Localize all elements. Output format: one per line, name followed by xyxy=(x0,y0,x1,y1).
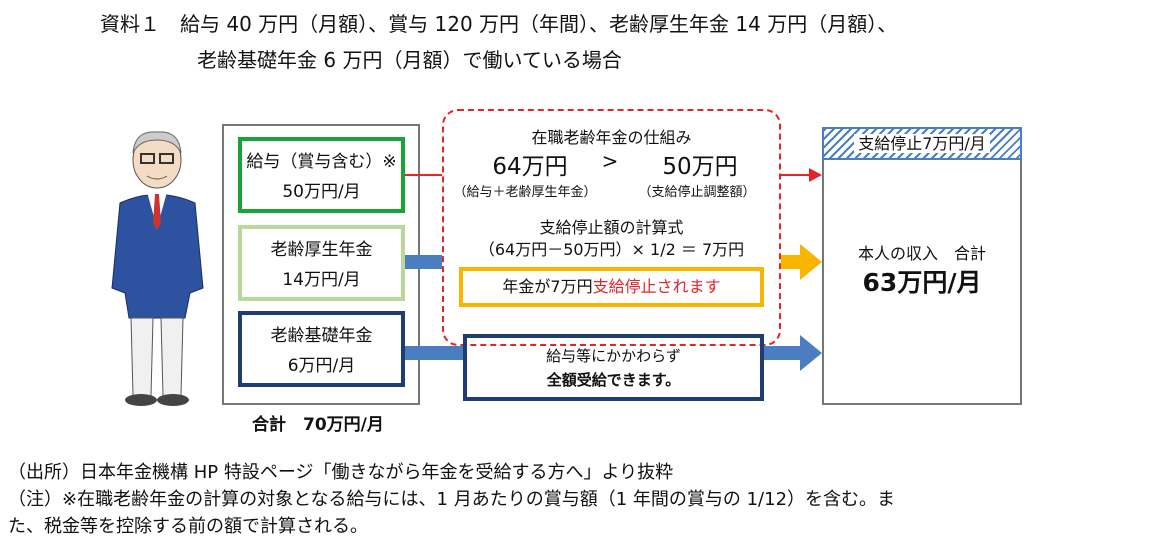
mechanism-heading: 在職老齢年金の仕組み xyxy=(531,128,692,147)
formula-heading: 支給停止額の計算式 xyxy=(539,218,684,237)
left-note: （給与＋老齢厚生年金） xyxy=(453,185,597,200)
blue-connector-basic xyxy=(405,346,463,360)
right-note: （支給停止調整額） xyxy=(638,185,756,200)
formula: （64万円－50万円）× 1/2 ＝ 7万円 xyxy=(478,240,745,259)
basic-pension-amount: 6万円/月 xyxy=(287,356,356,376)
note-line1: （注）※在職老齢年金の計算の対象となる給与には、1 月あたりの賞与額（1 年間の… xyxy=(8,489,896,510)
yellow-arrow-icon xyxy=(800,244,822,280)
stop-result-prefix: 年金が7万円 xyxy=(502,277,593,296)
title-line2: 老齢基礎年金 6 万円（月額）で働いている場合 xyxy=(197,48,622,72)
red-arrow-icon xyxy=(809,168,822,182)
blue-connector-basic-right xyxy=(764,346,801,360)
note-line2: た、税金等を控除する前の額で計算される。 xyxy=(8,516,368,537)
right-value: 50万円 xyxy=(662,154,738,180)
employee-pension-amount: 14万円/月 xyxy=(282,270,361,290)
stopped-amount-header: 支給停止7万円/月 xyxy=(822,127,1022,160)
income-label: 本人の収入 合計 xyxy=(857,244,986,263)
blue-connector xyxy=(405,255,442,269)
salary-box: 給与（賞与含む）※ 50万円/月 xyxy=(238,137,405,213)
stop-result-box: 年金が7万円支給停止されます xyxy=(459,267,764,307)
basic-full-line2: 全額受給できます。 xyxy=(546,371,681,389)
stop-result-red: 支給停止されます xyxy=(592,277,721,296)
title-line1: 資料１ 給与 40 万円（月額）、賞与 120 万円（年間）、老齢厚生年金 14… xyxy=(100,12,898,36)
red-connector xyxy=(405,174,442,176)
basic-full-line1: 給与等にかかわらず xyxy=(546,347,681,365)
businessman-illustration xyxy=(111,131,204,406)
employee-pension-label: 老齢厚生年金 xyxy=(270,240,373,260)
salary-amount: 50万円/月 xyxy=(282,182,361,202)
mechanism-box xyxy=(442,109,781,346)
left-value: 64万円 xyxy=(492,154,568,180)
yellow-connector xyxy=(781,255,801,269)
employee-pension-box: 老齢厚生年金 14万円/月 xyxy=(238,225,405,301)
basic-pension-label: 老齢基礎年金 xyxy=(270,326,373,346)
compare-symbol: > xyxy=(601,149,619,173)
red-connector-right xyxy=(781,174,811,176)
basic-pension-box: 老齢基礎年金 6万円/月 xyxy=(238,311,405,387)
total-income: 合計 70万円/月 xyxy=(252,415,384,435)
source-note: （出所）日本年金機構 HP 特設ページ「働きながら年金を受給する方へ」より抜粋 xyxy=(8,462,674,483)
stopped-amount: 支給停止7万円/月 xyxy=(854,134,990,153)
basic-full-box: 給与等にかかわらず 全額受給できます。 xyxy=(463,334,764,401)
income-value: 63万円/月 xyxy=(862,268,982,297)
salary-label: 給与（賞与含む）※ xyxy=(246,152,397,172)
blue-arrow-icon xyxy=(800,335,822,371)
